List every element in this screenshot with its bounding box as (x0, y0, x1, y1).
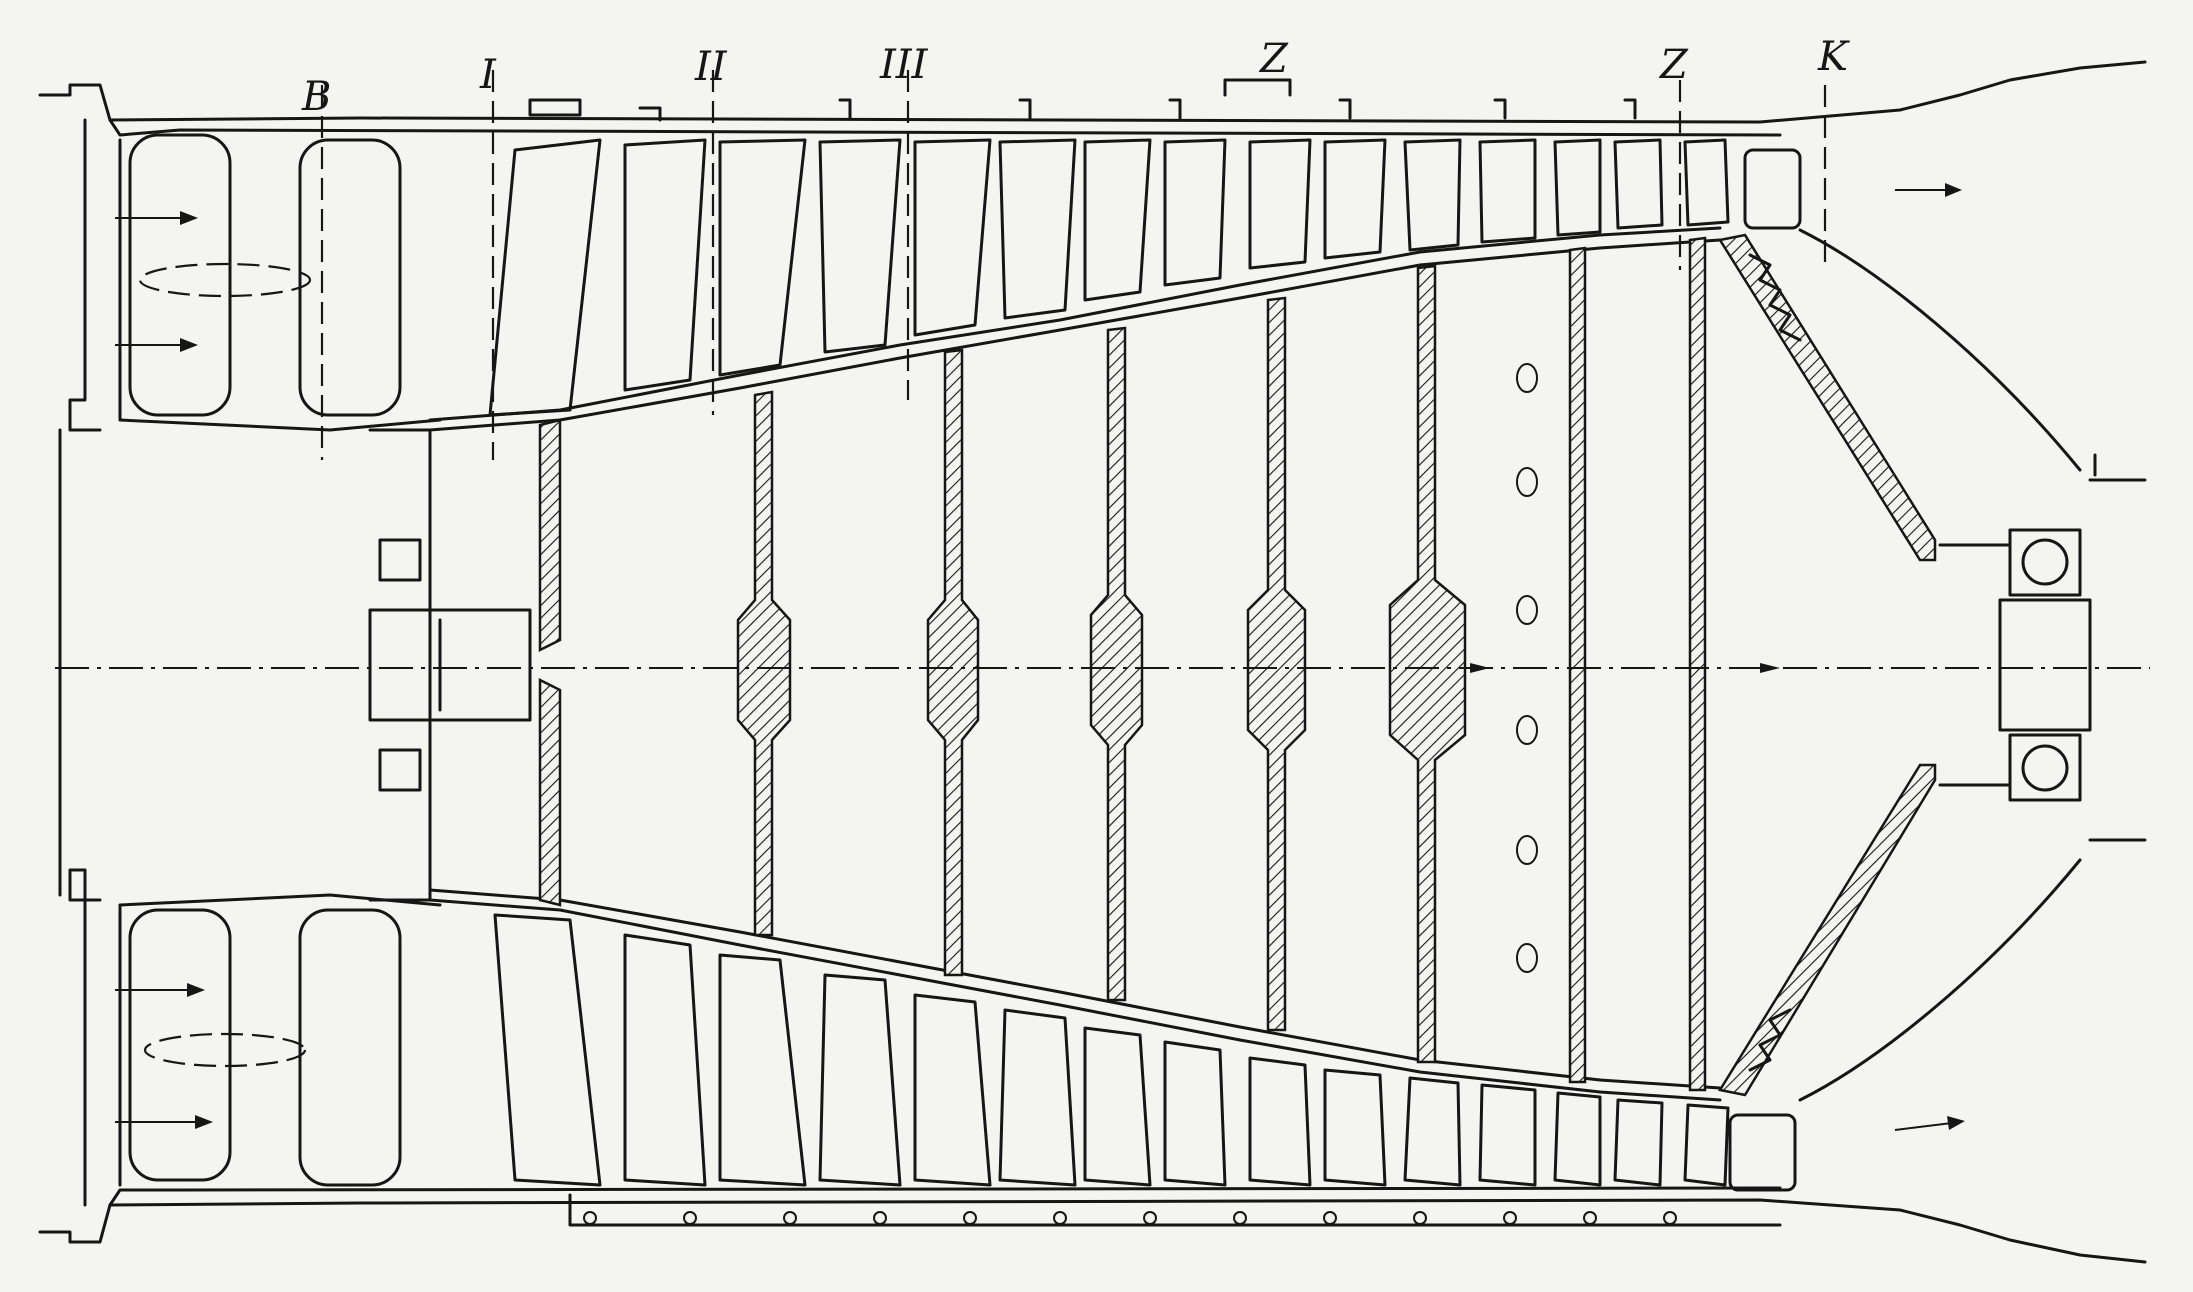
station-label-III: III (879, 42, 929, 88)
upper-blade-rows (488, 78, 1802, 417)
outer-casing (38, 60, 2147, 1264)
lower-blade-rows (493, 913, 1797, 1227)
station-label-I: I (479, 52, 497, 98)
station-label-Z-top: Z (1258, 36, 1289, 82)
inlet-struts (128, 133, 402, 1187)
flow-arrows (115, 183, 1965, 1131)
station-lines (320, 70, 1827, 460)
rear-cone-bearing (1717, 228, 2147, 1102)
center-axis (55, 663, 2150, 673)
station-label-II: II (694, 44, 728, 90)
station-label-Z: Z (1658, 42, 1689, 88)
station-label-K: K (1817, 34, 1850, 80)
station-labels: В I II III Z Z K (301, 34, 1850, 120)
station-label-v: В (301, 74, 331, 120)
rotor-drum (368, 226, 1722, 1102)
